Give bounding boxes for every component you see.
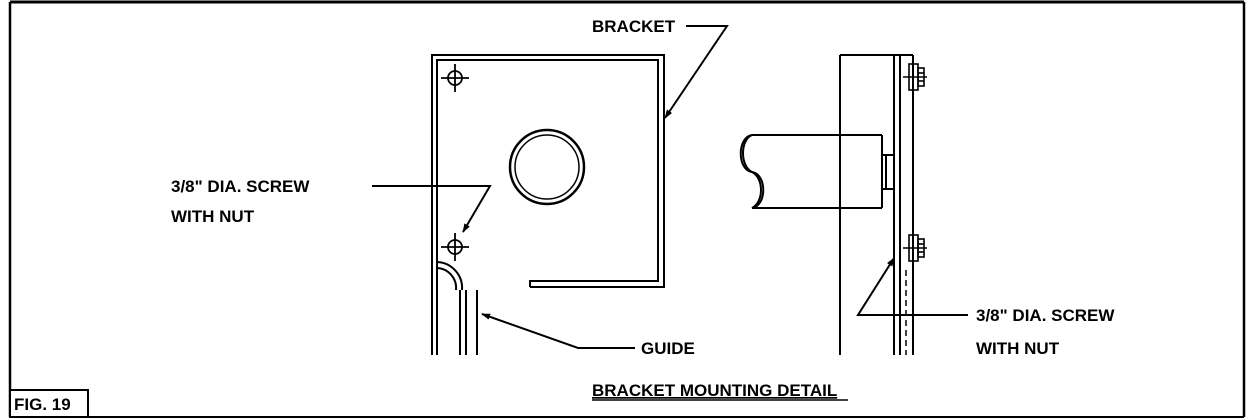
figure-label: FIG. 19 [14,395,71,414]
side-bolt-top [903,63,927,91]
label-screw-left-line2: WITH NUT [171,207,255,226]
label-screw-right-line1: 3/8" DIA. SCREW [976,306,1115,325]
bracket-leader [664,25,729,119]
figure-label-box: FIG. 19 [9,389,89,418]
bracket-side-view [839,54,914,355]
side-bolt-bottom [903,234,927,262]
shaft [739,134,883,209]
bracket-front-view [431,54,665,355]
screw-right-leader [856,257,968,316]
leader-lines [372,25,968,349]
label-bracket: BRACKET [592,17,676,36]
label-screw-left-line1: 3/8" DIA. SCREW [171,177,310,196]
diagram-caption: BRACKET MOUNTING DETAIL [592,381,837,400]
guide-leader [481,313,635,349]
label-guide: GUIDE [641,339,695,358]
figure-frame [8,0,1246,418]
screw-hole-bottom [441,233,469,261]
label-screw-right-line2: WITH NUT [976,339,1060,358]
shaft-collar [881,154,895,190]
screw-hole-top [441,64,469,92]
shaft-hole [508,128,586,206]
screw-left-leader [372,185,492,233]
